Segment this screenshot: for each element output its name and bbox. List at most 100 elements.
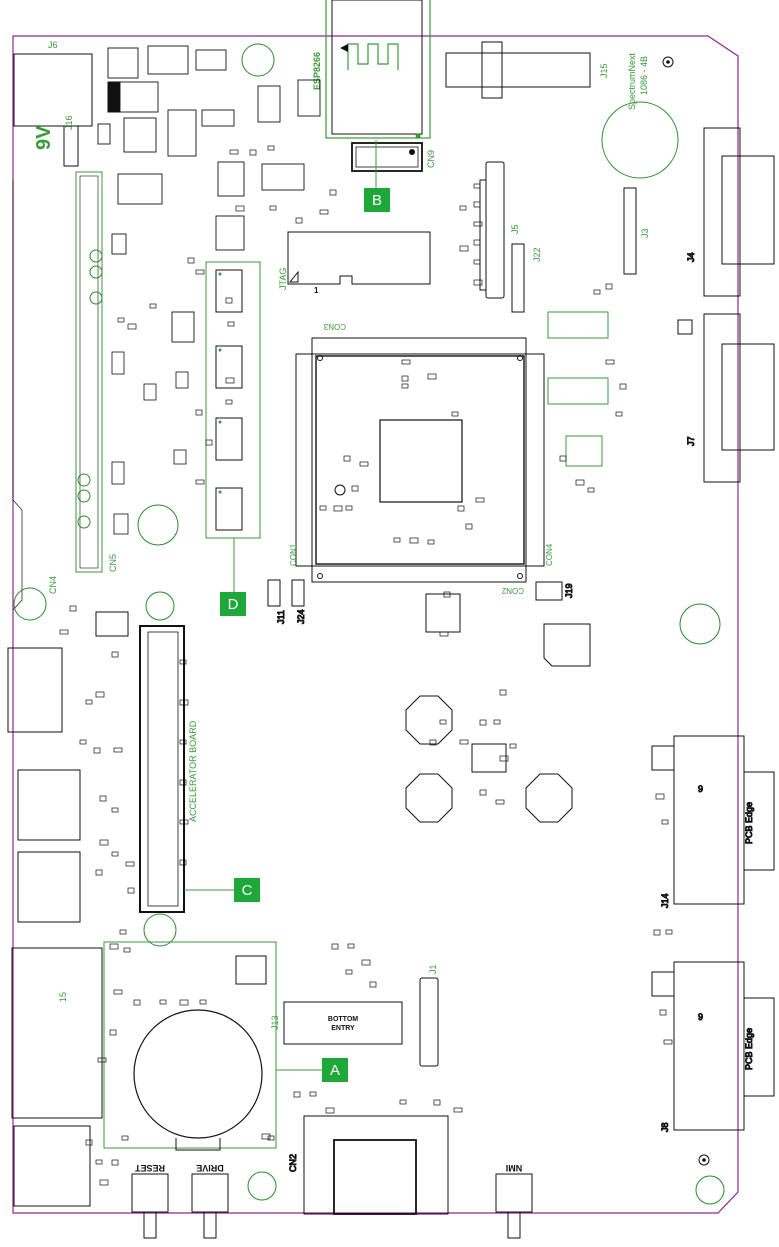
smd-pad [451,411,459,417]
smd-pad [475,497,485,503]
smd-pad [369,981,377,988]
drive-label: DRIVE [196,1163,224,1173]
smd-pad [465,523,473,530]
accelerator-board-label: ACCELERATOR BOARD [188,720,198,822]
j8-connector: 9 PCB Edge J8 [651,961,775,1133]
smd-pad [319,209,329,215]
smd-pad [439,719,447,725]
smd-pad [427,373,437,380]
svg-text:9V: 9V [33,125,55,150]
smd-pad [401,359,411,365]
smd-pad [499,689,507,696]
j19-label: J19 [564,583,574,598]
smd-pad [179,819,189,825]
callout-d: D [220,592,246,616]
smd-pad [619,383,627,390]
smd-pad [111,1159,119,1166]
j14-pins-label: 9 [698,784,703,794]
pcb-edge-top-label: PCB Edge [744,802,754,844]
smd-pad [269,205,277,211]
board-name-line2: 1086 - 4B [639,56,649,95]
callout-b: B [364,188,390,212]
smd-pad [195,269,205,275]
smd-pad [319,505,327,511]
pcb-edge-bottom-label: PCB Edge [744,1028,754,1070]
smd-pad [473,259,481,265]
bottom-entry-line1: BOTTOM [328,1016,358,1023]
smd-pad [457,505,465,512]
smd-pad [605,359,615,365]
smd-pad [127,887,135,894]
smd-pad [295,217,303,224]
smd-pad [399,1099,407,1105]
j11-label: J11 [276,610,286,624]
smd-pad [345,505,353,511]
j3-connector: J3 [623,187,650,275]
j1-label: J1 [428,964,438,974]
small-jumpers: J11 J24 J19 [267,579,575,625]
smd-pad [227,321,235,327]
callout-d-label: D [228,596,239,613]
esp8266-module: ESP8266 [312,0,431,139]
smd-pad [459,245,469,252]
smd-pad [179,859,187,866]
smd-pad [121,1135,129,1141]
j22-label: J22 [532,247,542,262]
j15-connector: J15 [445,41,609,99]
smd-pad [351,485,359,492]
smd-pad [133,999,141,1006]
board-name-line1: SpectrumNext [627,52,637,110]
smd-pad [473,221,483,227]
db15-pins-label: 15 [58,992,68,1002]
cn5-connector: CN5 [75,171,118,573]
esp8266-label: ESP8266 [312,52,322,90]
smd-pad [85,699,93,705]
smd-pad [199,999,207,1005]
smd-pad [225,377,235,384]
fpga-region: CON3 CON1 CON4 CON2 [289,322,554,595]
j14-connector: 9 PCB Edge J14 [651,735,775,909]
smd-pad [111,851,119,857]
smd-pad [187,257,195,264]
smd-pad [473,239,481,246]
left-small-components [111,351,189,535]
smd-pad [559,455,567,462]
smd-pad [433,1099,441,1106]
j7-label: J7 [686,436,696,446]
battery-circle-top [601,101,679,179]
smd-pad [179,999,189,1006]
smd-pad [343,455,351,462]
smd-pad [593,289,601,295]
smd-pad [179,739,187,745]
smd-pad [249,149,257,156]
board-outline [12,35,739,1214]
smd-pad [225,399,233,405]
smd-pad [325,1107,335,1114]
smd-pad [123,947,131,953]
smd-pad [459,739,469,745]
smd-pad [439,631,449,637]
smd-pad [429,739,437,746]
cn2-label: CN2 [288,1154,298,1172]
smd-pad [235,205,245,212]
smd-pad [495,799,505,805]
smd-pad [329,189,337,196]
smd-pads [59,145,673,1186]
j6-connector: J6 9V J16 [13,40,93,167]
smd-pad [347,943,355,949]
jtag-pin-label: 1 [314,286,319,295]
smd-pad [393,537,401,543]
smd-pad [401,375,409,382]
smd-pad [113,989,123,995]
j1-connector: J1 [419,964,439,1067]
smd-pad [665,929,673,935]
smd-pad [655,793,665,800]
smd-pad [179,659,187,665]
smd-pad [229,149,239,155]
callout-a: A [322,1058,348,1082]
j16-label: J16 [64,115,74,130]
smd-pad [473,183,481,189]
smd-pad [95,869,103,876]
smd-pad [575,479,585,486]
